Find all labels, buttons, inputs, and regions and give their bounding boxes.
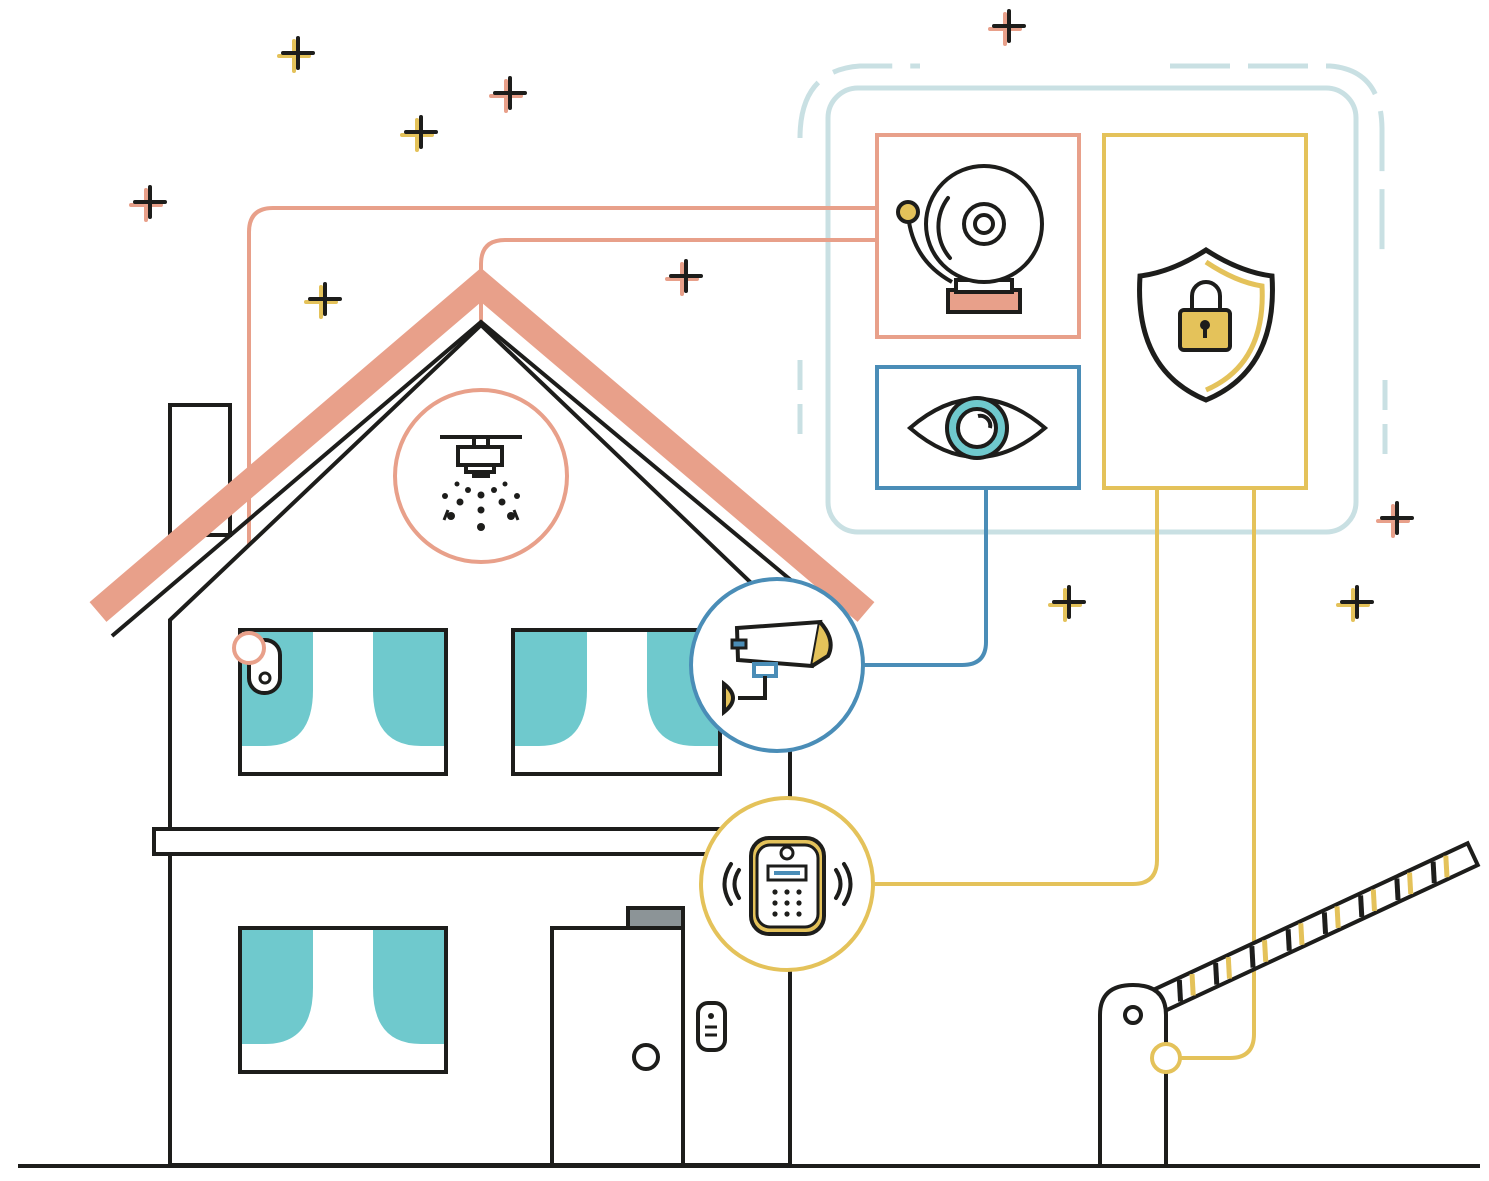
window-upper-right [511, 628, 722, 776]
sparkle-icon [1376, 501, 1414, 538]
alarm-bell-panel [875, 133, 1081, 339]
bell-icon [896, 164, 1044, 314]
lock-wire-barrier [1180, 488, 1256, 1060]
intercom-icon [722, 836, 853, 936]
control-hub-panel [797, 63, 1388, 535]
video-monitoring-panel [875, 365, 1081, 490]
sparkle-icon [304, 282, 342, 319]
sensor-icon [232, 631, 282, 695]
sparkle-icon [1336, 585, 1374, 622]
cctv-camera-device [689, 577, 865, 753]
video-wire-camera [862, 488, 988, 667]
sparkles [129, 9, 1414, 622]
shield-lock-icon [1137, 247, 1275, 403]
barrier-arm [1152, 840, 1481, 1014]
sparkle-icon [277, 36, 315, 73]
roof [89, 267, 875, 622]
parking-barrier [1098, 840, 1481, 1165]
alarm-wire-sprinkler [479, 238, 878, 390]
sparkle-icon [1048, 585, 1086, 622]
lock-wire-intercom [872, 488, 1159, 886]
sprinkler-icon [440, 435, 522, 531]
alarm-wire-sensor [247, 206, 878, 640]
sparkle-icon [129, 185, 167, 222]
security-lock-panel [1102, 133, 1308, 490]
door-intercom-device [699, 796, 875, 972]
floor-ledge [152, 827, 816, 856]
camera-icon [722, 619, 833, 717]
keypad-icon [696, 1001, 727, 1052]
connection-lines [247, 206, 1256, 1060]
sparkle-icon [988, 9, 1026, 46]
door-knob [632, 1043, 660, 1071]
barrier-post [1098, 982, 1168, 1165]
sparkle-icon [489, 76, 527, 113]
barrier-sensor [1150, 1042, 1182, 1074]
front-door [550, 906, 727, 1167]
sparkle-icon [400, 115, 438, 152]
sparkle-icon [665, 259, 703, 296]
window-lower [238, 926, 448, 1074]
eye-icon [906, 396, 1049, 460]
fire-sprinkler-device [393, 388, 569, 564]
